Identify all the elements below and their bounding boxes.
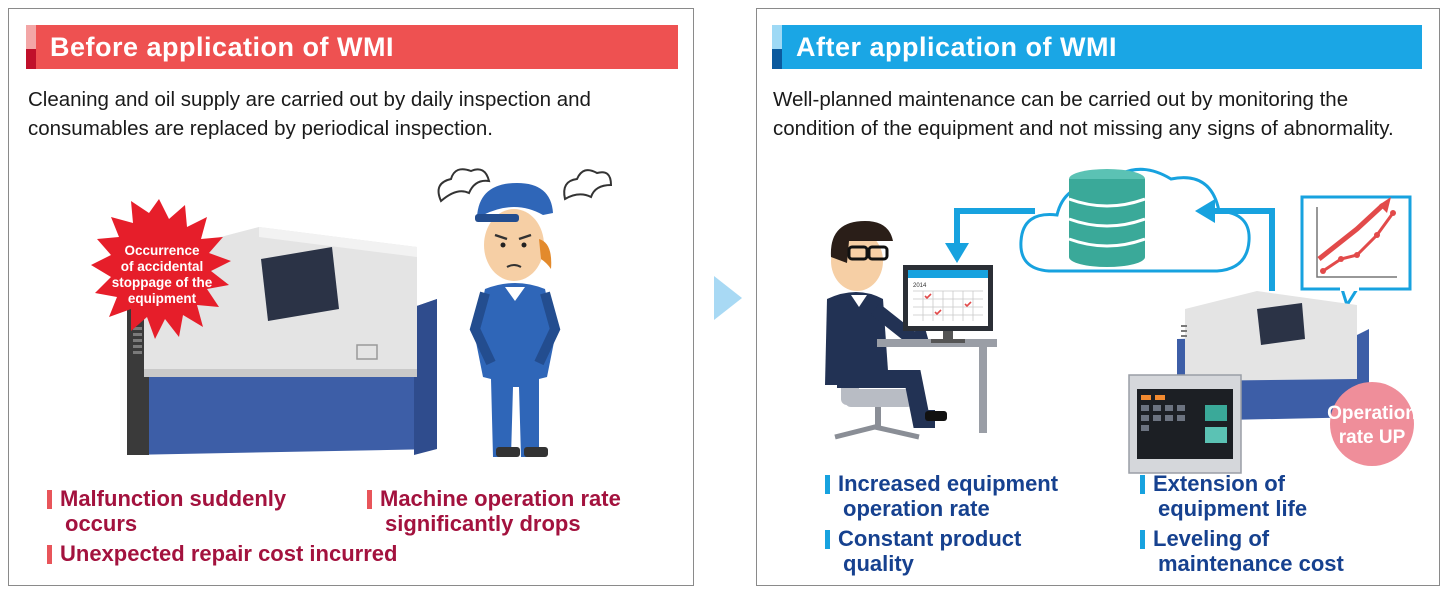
after-description: Well-planned maintenance can be carried …: [773, 88, 1394, 140]
machine-illustration: [127, 227, 437, 455]
after-point-2: Constant product quality: [825, 526, 1125, 576]
before-title: Before application of WMI: [50, 32, 395, 62]
before-header: Before application of WMI: [26, 25, 678, 69]
trend-chart-bubble-icon: [1300, 195, 1412, 309]
data-flow-arrows: [945, 199, 1275, 291]
burst-line-3: stoppage of the: [112, 275, 213, 290]
after-point-4: Leveling of maintenance cost: [1140, 526, 1420, 576]
point-text-line1: Unexpected repair cost incurred: [60, 541, 398, 566]
touch-panel-illustration: [1128, 374, 1242, 474]
point-text-line1: Machine operation rate: [380, 486, 621, 511]
before-point-3: Unexpected repair cost incurred: [47, 541, 507, 566]
point-text-line2: quality: [843, 551, 914, 576]
badge-line-2: rate UP: [1339, 427, 1406, 448]
point-text-line2: operation rate: [843, 496, 990, 521]
office-worker-illustration: [825, 221, 947, 440]
point-text-line1: Extension of: [1153, 471, 1286, 496]
burst-line-1: Occurrence: [124, 243, 200, 258]
badge-line-1: Operation: [1327, 403, 1417, 424]
before-header-accent: [26, 25, 36, 69]
point-text-line1: Increased equipment: [838, 471, 1059, 496]
cloud-database-icon: [1019, 167, 1251, 273]
point-bar: [1140, 530, 1145, 549]
point-text-line1: Malfunction suddenly: [60, 486, 287, 511]
point-bar: [1140, 475, 1145, 494]
after-header-accent: [772, 25, 782, 69]
after-illustration: 2014: [825, 167, 1417, 474]
before-panel: Before application of WMI Cleaning and o…: [8, 8, 694, 586]
point-text-line2: equipment life: [1158, 496, 1308, 521]
point-bar: [47, 545, 52, 564]
point-text-line2: maintenance cost: [1158, 551, 1344, 576]
before-point-1: Malfunction suddenly occurs: [47, 486, 367, 536]
point-bar: [47, 490, 52, 509]
after-point-1: Increased equipment operation rate: [825, 471, 1125, 521]
point-text-line1: Constant product: [838, 526, 1022, 551]
point-bar: [367, 490, 372, 509]
after-point-3: Extension of equipment life: [1140, 471, 1420, 521]
after-header: After application of WMI: [772, 25, 1422, 69]
after-title: After application of WMI: [796, 32, 1117, 62]
transition-arrow-icon: [714, 276, 742, 320]
calendar-year: 2014: [913, 283, 927, 289]
before-description: Cleaning and oil supply are carried out …: [28, 88, 591, 140]
operation-rate-up-badge: Operation rate UP: [1327, 382, 1417, 466]
point-text-line1: Leveling of: [1153, 526, 1270, 551]
point-text-line2: significantly drops: [385, 511, 581, 536]
point-bar: [825, 475, 830, 494]
point-text-line2: occurs: [65, 511, 138, 536]
burst-line-2: of accidental: [121, 259, 204, 274]
after-panel: After application of WMI Well-planned ma…: [756, 8, 1440, 586]
before-illustration: Occurrence of accidental stoppage of the…: [91, 168, 613, 457]
desk-computer-illustration: 2014: [877, 265, 997, 433]
accident-burst: Occurrence of accidental stoppage of the…: [91, 199, 231, 339]
point-bar: [825, 530, 830, 549]
burst-line-4: equipment: [128, 291, 197, 306]
before-point-2: Machine operation rate significantly dro…: [367, 486, 687, 536]
worker-illustration: [437, 168, 613, 457]
